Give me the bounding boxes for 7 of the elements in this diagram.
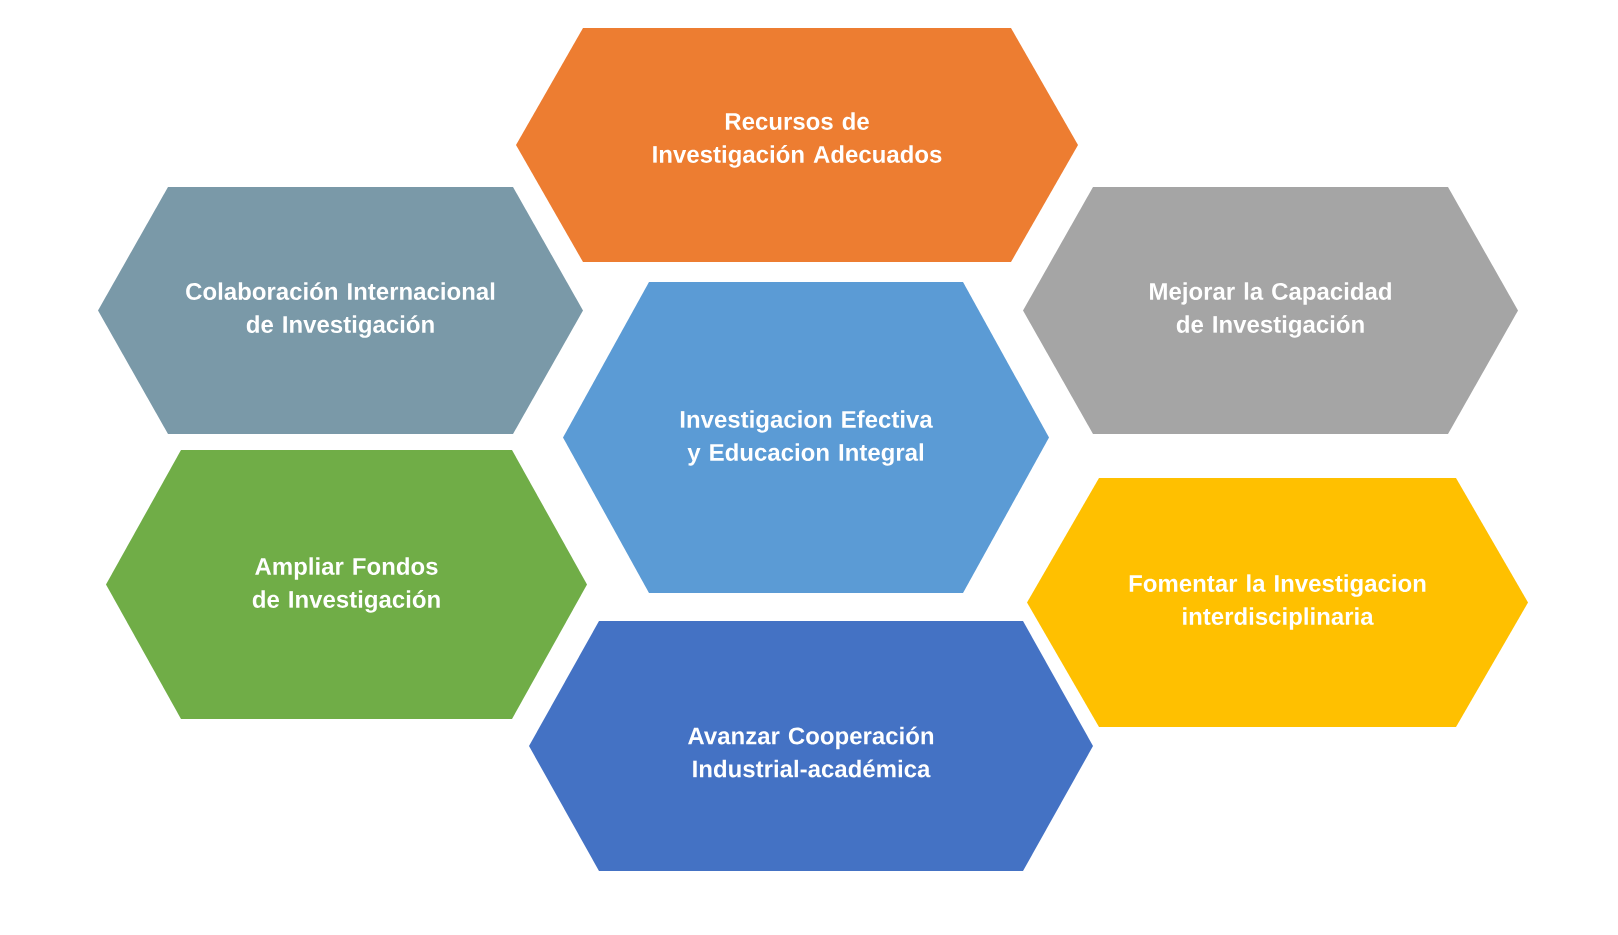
hexagon: Mejorar la Capacidad de Investigación (1023, 187, 1518, 434)
hexagon: Colaboración Internacional de Investigación (98, 187, 583, 434)
hexagon: Fomentar la Investigacion interdisciplinaria (1027, 478, 1528, 727)
hexagon: Investigacion Efectiva y Educacion Integral (563, 282, 1049, 593)
hexagon: Recursos de Investigación Adecuados (516, 28, 1078, 262)
hexagon: Avanzar Cooperación Industrial-académica (529, 621, 1093, 871)
hexagon: Ampliar Fondos de Investigación (106, 450, 587, 719)
